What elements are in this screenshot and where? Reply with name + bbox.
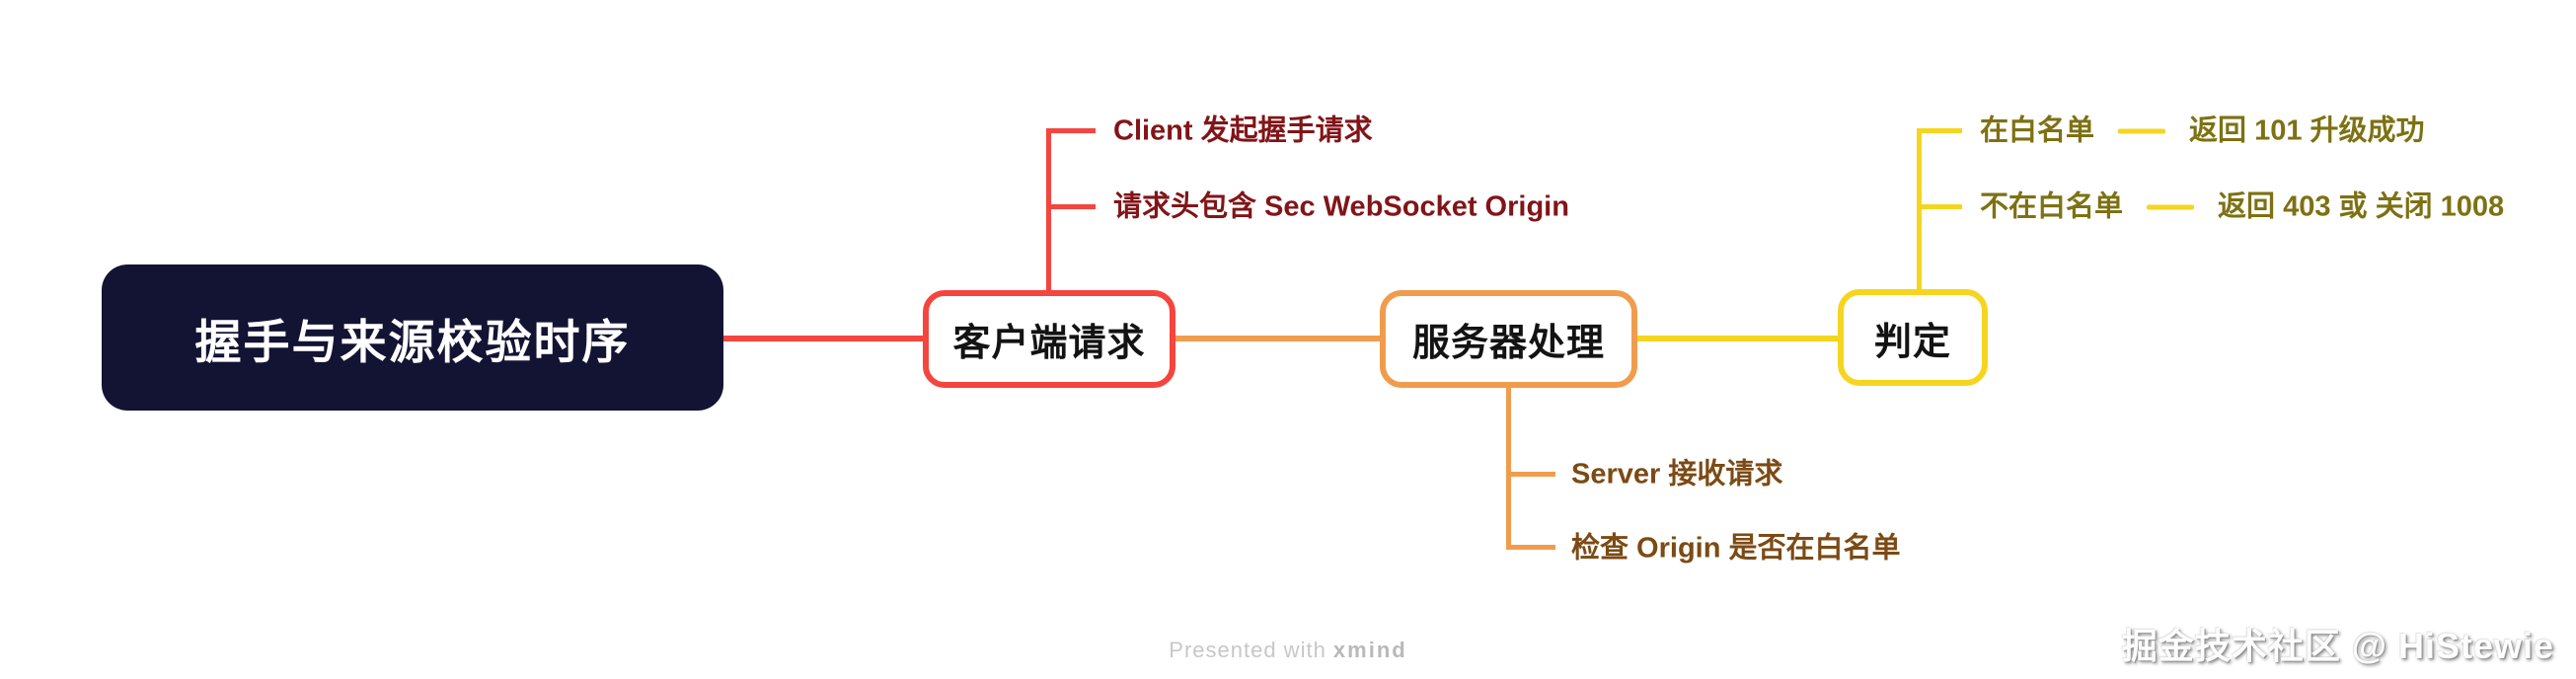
verdict-leaf-connector-line	[2118, 128, 2166, 134]
root-topic[interactable]: 握手与来源校验时序	[102, 264, 723, 411]
branch-topic-server-label: 服务器处理	[1411, 323, 1605, 364]
verdict-row-in-whitelist: 在白名单 返回 101 升级成功	[1980, 114, 2425, 147]
verdict-row-not-in-whitelist: 不在白名单 返回 403 或 关闭 1008	[1980, 190, 2505, 223]
connector-client-to-server	[1173, 336, 1383, 341]
verdict-branch-vertical-line	[1917, 128, 1922, 291]
verdict-child1-stub-line	[1917, 128, 1962, 133]
branch-topic-server-processing[interactable]: 服务器处理	[1380, 290, 1637, 388]
verdict-leaf-return-403[interactable]: 返回 403 或 关闭 1008	[2218, 190, 2505, 223]
xmind-brand-text: xmind	[1332, 638, 1407, 662]
presented-with-text: Presented with	[1169, 638, 1333, 662]
client-child2-stub-line	[1046, 204, 1096, 209]
verdict-child-not-in-whitelist[interactable]: 不在白名单	[1980, 190, 2124, 223]
server-child-check-whitelist[interactable]: 检查 Origin 是否在白名单	[1571, 532, 1901, 565]
verdict-child2-stub-line	[1917, 204, 1962, 209]
server-branch-vertical-line	[1506, 387, 1511, 550]
server-child-receive-request[interactable]: Server 接收请求	[1571, 458, 1783, 490]
server-child1-stub-line	[1506, 472, 1555, 477]
branch-topic-client-request[interactable]: 客户端请求	[923, 290, 1175, 388]
branch-topic-verdict[interactable]: 判定	[1838, 289, 1988, 386]
verdict-leaf-connector-line	[2147, 204, 2195, 210]
client-child1-stub-line	[1046, 128, 1096, 133]
client-child-handshake[interactable]: Client 发起握手请求	[1113, 114, 1373, 147]
branch-topic-verdict-label: 判定	[1873, 321, 1951, 363]
verdict-child-in-whitelist[interactable]: 在白名单	[1980, 114, 2095, 147]
presented-with-footer: Presented with xmind	[1169, 638, 1406, 663]
server-child2-stub-line	[1506, 545, 1555, 550]
client-child-origin-header[interactable]: 请求头包含 Sec WebSocket Origin	[1113, 190, 1569, 223]
connector-root-to-client	[720, 336, 926, 341]
community-watermark: 掘金技术社区 @ HiStewie	[2121, 626, 2554, 666]
verdict-leaf-return-101[interactable]: 返回 101 升级成功	[2189, 114, 2425, 147]
branch-topic-client-label: 客户端请求	[952, 323, 1146, 364]
client-branch-vertical-line	[1046, 128, 1051, 292]
connector-server-to-verdict	[1634, 336, 1841, 341]
root-topic-label: 握手与来源校验时序	[194, 315, 631, 368]
